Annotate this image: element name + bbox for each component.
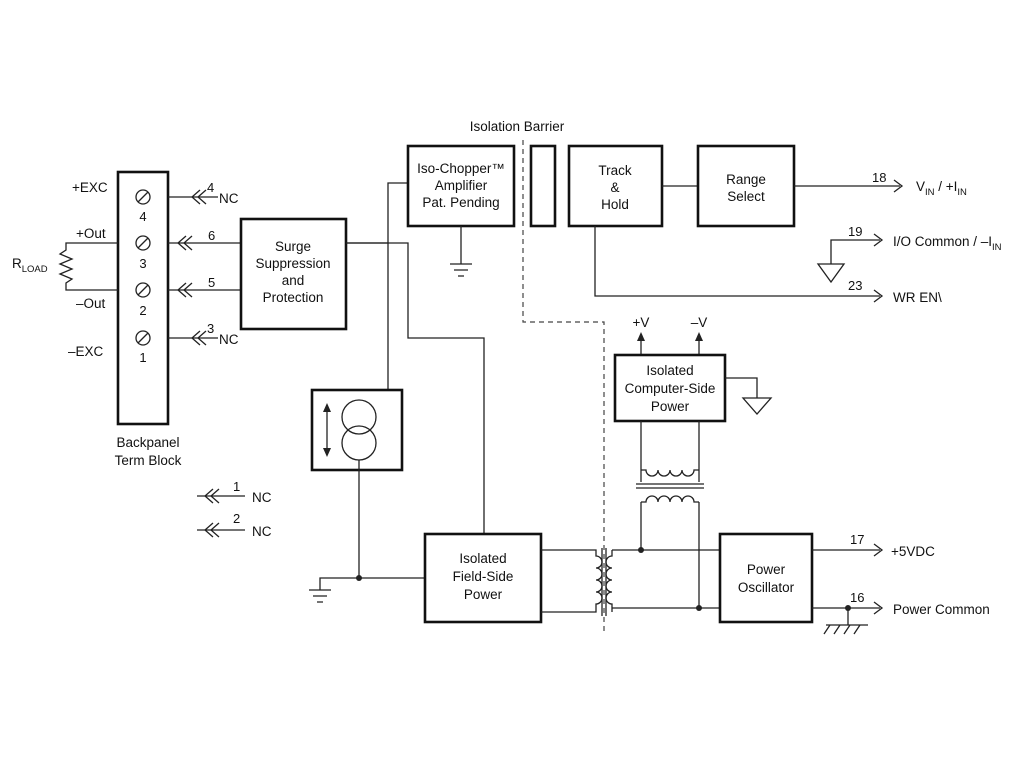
isolation-coupler: [529, 144, 557, 228]
ground-triangle-icon: [816, 263, 846, 284]
connector-pin-3: 3 NC: [168, 321, 239, 347]
terminal-1: 1: [135, 330, 151, 365]
field-power-line-3: Power: [464, 587, 503, 602]
svg-text:NC: NC: [219, 191, 239, 206]
output-23-wire: [594, 226, 880, 297]
surge-line-3: and: [282, 273, 305, 288]
oscillator-line-2: Oscillator: [738, 580, 795, 595]
arrow-right-icon: [893, 179, 904, 193]
terminal-block: [116, 170, 170, 426]
arrow-right-icon: [873, 289, 884, 303]
output-16-label: Power Common: [893, 602, 990, 617]
wire-ground-field: [358, 460, 425, 579]
junction-dot: [356, 575, 362, 581]
rload-resistor: [58, 242, 118, 291]
output-19-label: I/O Common / –IIN: [893, 234, 1002, 253]
isolation-barrier-label: Isolation Barrier: [470, 119, 565, 134]
field-side-power-block: [423, 532, 543, 624]
terminal-2: 2: [135, 282, 151, 318]
terminal-4: 4: [135, 189, 151, 224]
svg-text:NC: NC: [219, 332, 239, 347]
svg-text:6: 6: [208, 228, 215, 243]
nc-pin-2: 2 NC: [197, 511, 272, 539]
rload-label: RLOAD: [12, 256, 48, 275]
output-17-label: +5VDC: [891, 544, 935, 559]
track-line-1: Track: [598, 163, 631, 178]
arrow-right-icon: [873, 601, 884, 615]
track-hold-block: [567, 144, 664, 228]
connector-pin-4: 4 NC: [168, 180, 239, 206]
arrow-right-icon: [873, 543, 884, 557]
wire-surge-to-field-power: [346, 242, 485, 534]
track-line-3: Hold: [601, 197, 629, 212]
terminal-number: 3: [139, 256, 146, 271]
field-power-line-2: Field-Side: [453, 569, 514, 584]
ground-icon: [309, 589, 331, 603]
output-19-pin: 19: [848, 224, 862, 239]
ground-icon: [450, 263, 472, 277]
svg-text:2: 2: [233, 511, 240, 526]
field-power-line-1: Isolated: [459, 551, 506, 566]
range-line-1: Range: [726, 172, 766, 187]
surge-line-4: Protection: [263, 290, 324, 305]
svg-text:3: 3: [207, 321, 214, 336]
svg-text:NC: NC: [252, 524, 272, 539]
connector-pin-5: 5: [168, 275, 241, 298]
output-23-label: WR EN\: [893, 290, 942, 305]
terminal-number: 2: [139, 303, 146, 318]
term-block-label: Term Block: [115, 453, 182, 468]
plus-v-label: +V: [633, 315, 650, 330]
output-17-pin: 17: [850, 532, 864, 547]
computer-power-line-2: Computer-Side: [625, 381, 716, 396]
oscillator-line-1: Power: [747, 562, 786, 577]
isolation-barrier-line: [522, 140, 605, 635]
svg-text:4: 4: [207, 180, 214, 195]
backpanel-label: Backpanel: [116, 435, 179, 450]
transformer-field-side: [541, 548, 613, 616]
power-oscillator-block: [718, 532, 814, 624]
surge-suppression-block: [239, 217, 348, 331]
iso-chopper-block: [406, 144, 516, 228]
terminal-number: 1: [139, 350, 146, 365]
plus-out-label: +Out: [76, 226, 106, 241]
terminal-number: 4: [139, 209, 146, 224]
svg-text:NC: NC: [252, 490, 272, 505]
output-18-pin: 18: [872, 170, 886, 185]
minus-exc-label: –EXC: [68, 344, 104, 359]
nc-pin-1: 1 NC: [197, 479, 272, 505]
junction-dot: [638, 547, 644, 553]
output-23-pin: 23: [848, 278, 862, 293]
output-16-pin: 16: [850, 590, 864, 605]
surge-line-1: Surge: [275, 239, 311, 254]
transformer-computer-side: [636, 469, 704, 503]
track-line-2: &: [610, 180, 619, 195]
plus-exc-label: +EXC: [72, 180, 108, 195]
ground-triangle-icon: [741, 397, 773, 415]
junction-dot: [696, 605, 702, 611]
wire-surge-to-chopper: [346, 182, 408, 244]
computer-power-line-3: Power: [651, 399, 690, 414]
current-source-circle-top: [341, 399, 377, 435]
surge-line-2: Suppression: [255, 256, 330, 271]
range-line-2: Select: [727, 189, 765, 204]
output-19-wire: [830, 239, 880, 264]
terminal-3: 3: [135, 235, 151, 271]
output-18-label: VIN / +IIN: [916, 179, 967, 198]
chopper-line-1: Iso-Chopper™: [417, 161, 505, 176]
computer-power-line-1: Isolated: [646, 363, 693, 378]
chopper-line-2: Amplifier: [435, 178, 488, 193]
arrow-right-icon: [873, 233, 884, 247]
minus-out-label: –Out: [76, 296, 106, 311]
excitation-source-block: [310, 388, 404, 472]
computer-side-power-block: [613, 353, 727, 423]
connector-pin-6: 6: [168, 228, 241, 251]
chassis-ground-icon: [823, 608, 868, 635]
chopper-line-3: Pat. Pending: [422, 195, 499, 210]
svg-text:5: 5: [208, 275, 215, 290]
range-select-block: [696, 144, 796, 228]
minus-v-label: –V: [691, 315, 708, 330]
svg-text:1: 1: [233, 479, 240, 494]
